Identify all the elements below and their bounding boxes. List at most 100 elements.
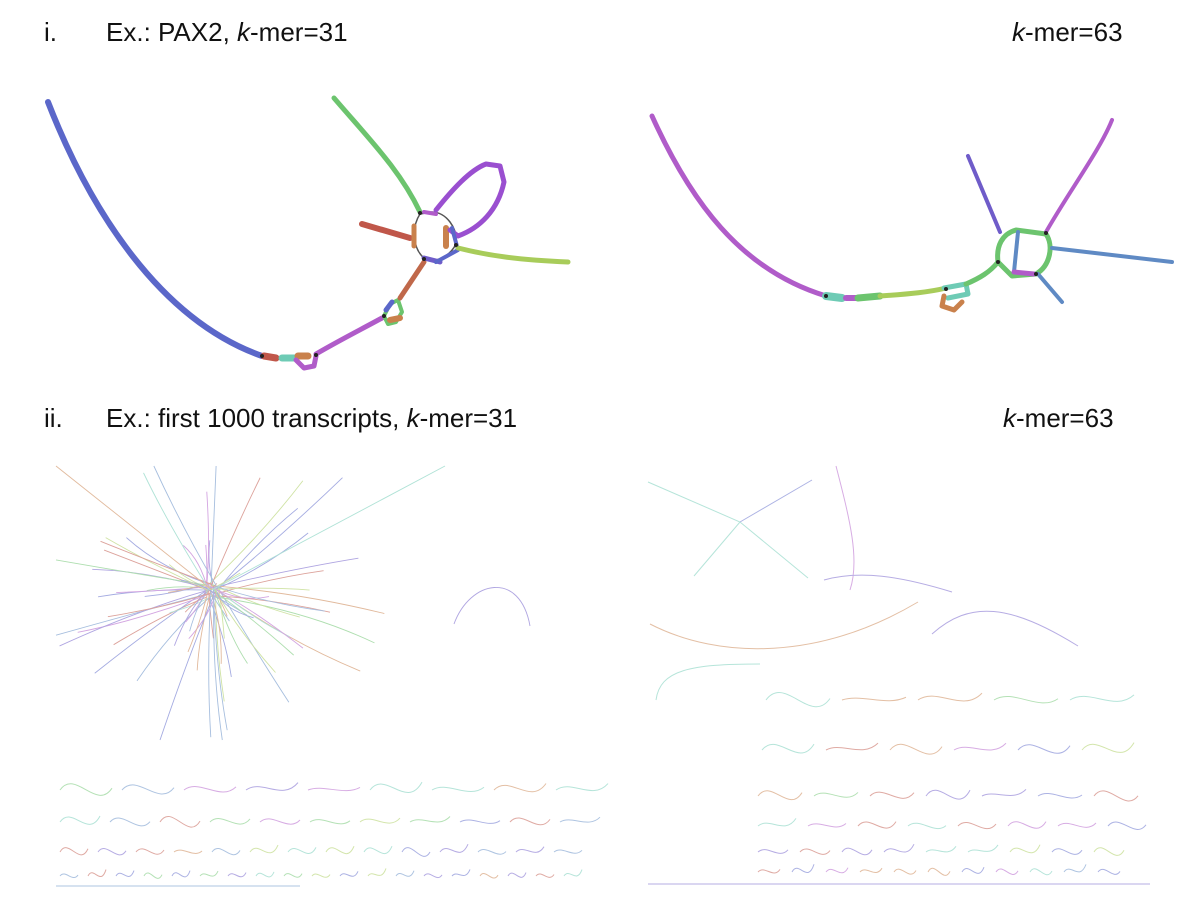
component-edge [841, 847, 873, 856]
component-edge [757, 790, 803, 800]
component-edge [339, 871, 359, 877]
component-edge [555, 783, 609, 792]
component-edge [369, 781, 423, 793]
component-edge [1093, 847, 1125, 856]
component-edge [307, 787, 361, 792]
hairball-edge [216, 592, 254, 619]
component-edge [813, 792, 859, 798]
component-edge [255, 871, 275, 878]
component-edge [59, 815, 101, 825]
graph-k31-edge-magenta [313, 315, 385, 357]
component-edge [869, 791, 915, 799]
graph-k31-edge-ring-top [422, 210, 438, 216]
component-edge [121, 784, 175, 795]
components-k63 [647, 465, 1150, 885]
hairball-edge [206, 491, 209, 589]
graph-k31-edge-blue [45, 99, 265, 359]
hairball-edge [153, 465, 217, 586]
component-edge [87, 869, 107, 877]
component-edge [823, 574, 953, 593]
component-edge [245, 782, 299, 791]
component-edge [135, 848, 165, 855]
isolated-component-edge [453, 587, 531, 627]
hairball-edge [196, 586, 213, 671]
component-edge [757, 818, 797, 827]
hairball-edge [215, 592, 294, 656]
graph-k31-edge-lime [455, 245, 571, 265]
component-edge [1097, 868, 1121, 875]
hairball-edge [213, 588, 223, 741]
graph-k63-edge-ring-inner-blue [1012, 230, 1020, 274]
panel-i-right-kmer-label: k-mer=63 [1012, 17, 1123, 47]
component-edge [509, 817, 551, 826]
graph-k31 [45, 95, 571, 371]
component-edge [925, 846, 957, 853]
component-edge [227, 872, 247, 878]
component-edge [439, 843, 469, 853]
component-edge [953, 742, 1007, 751]
component-edge [211, 848, 241, 856]
graph-k63-edge-violet-up [966, 154, 1002, 234]
component-edge [765, 692, 831, 708]
component-edge [363, 846, 393, 854]
hairball-edge [55, 465, 213, 591]
component-edge [109, 817, 151, 827]
component-edge [841, 696, 907, 702]
graph-k63-edge-green-mid [877, 285, 949, 299]
component-edge [1051, 848, 1083, 855]
graph-k63-edge-teal-node [822, 292, 846, 302]
component-edge [791, 864, 815, 873]
component-edge [1017, 744, 1071, 754]
panel-ii-roman: ii. [44, 403, 63, 433]
hairball-edge [159, 592, 215, 741]
component-edge [559, 816, 601, 823]
hairball-edge [59, 589, 211, 647]
hairball-edge [77, 591, 216, 633]
component-edge [423, 873, 443, 879]
component-edge [59, 783, 113, 796]
component-edge [859, 867, 883, 873]
graph-k63-edge-green-up [963, 259, 1001, 287]
graph-k31-edge-red-node [260, 352, 280, 362]
graph-k31-edge-red-stub [359, 221, 413, 241]
component-edge [515, 846, 545, 853]
component-edge [825, 742, 879, 751]
component-edge [1009, 844, 1041, 854]
panel-i-right-kmer: -mer=63 [1025, 17, 1123, 47]
component-edge [325, 846, 355, 855]
hairball-edge [215, 477, 343, 590]
component-edge [459, 819, 501, 824]
component-edge [931, 610, 1079, 647]
graph-k31-nodes [260, 211, 458, 358]
component-edge [893, 868, 917, 875]
component-edge [367, 868, 387, 877]
component-edge [535, 873, 555, 878]
hairball-edge [143, 472, 210, 591]
component-edge [883, 843, 915, 853]
component-edge [451, 869, 471, 877]
component-edge [761, 743, 815, 754]
component-edge [835, 465, 855, 591]
panel-ii-right-k: k [1003, 403, 1016, 433]
component-edge [97, 848, 127, 856]
hairball-edge [180, 579, 216, 595]
graph-k63-edge-orange-loop [939, 293, 965, 313]
component-edge [995, 868, 1019, 875]
component-edge [889, 743, 943, 755]
hairball-edge [211, 477, 261, 586]
component-edge [1037, 793, 1083, 799]
hairball-edge [218, 587, 300, 618]
component-edge [1063, 864, 1087, 873]
graph-k31-edge-brown [397, 259, 427, 301]
component-edge [477, 849, 507, 855]
graph-k63-edge-ring-purple [1011, 269, 1037, 277]
hairball-k31 [55, 465, 531, 741]
component-edge [563, 869, 583, 877]
hairball-edge [209, 557, 359, 589]
component-edge [171, 870, 191, 878]
component-edge [961, 866, 985, 874]
hairball-edge [218, 586, 325, 612]
component-edge [259, 818, 301, 825]
component-edge [649, 601, 919, 650]
component-edge [209, 818, 251, 825]
